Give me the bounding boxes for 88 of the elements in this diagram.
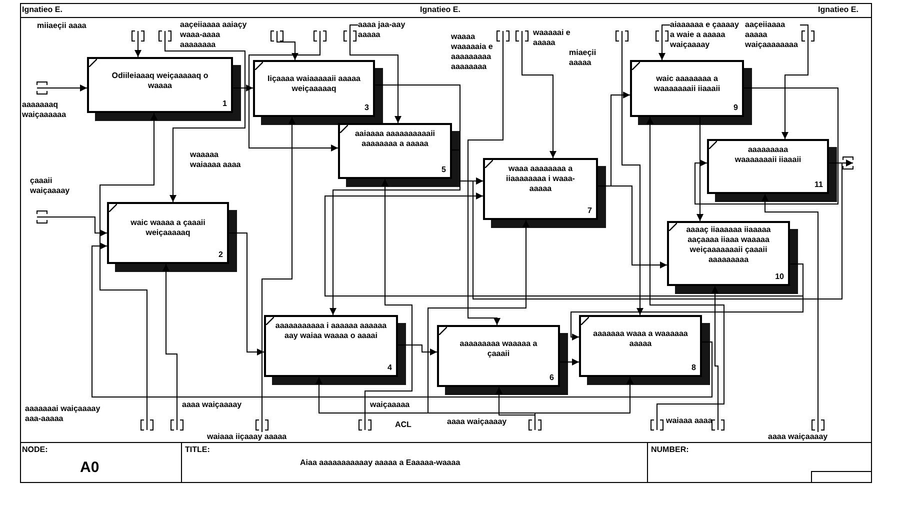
box-number: 6 [550,373,554,382]
arrow-label: aaçeiiaaaa aaiaçy waaa-aaaa aaaaaaaa [180,20,248,50]
arrow [36,216,108,236]
arrow [228,232,264,356]
arrow [164,30,246,202]
arrow-label: waiaaa iiçaaay aaaaa [207,432,287,442]
activity-label: waaa aaaaaaaa a iiaaaaaaaa i waaa-aaaaa [505,164,576,194]
author-name: Ignatieo E. [818,5,858,15]
field-label: NUMBER: [651,445,689,455]
arrow [712,286,718,430]
arrow [262,116,296,432]
box-number: 5 [442,165,446,174]
box-number: 7 [588,206,592,215]
arrow [134,30,142,58]
arrow [622,30,644,316]
activity-label: aaaaç iiaaaaaa iiaaaaa aaçaaaa iiaaa waaaaa weiçaaaaaaaii çaaaii aaaaaaaaa [685,225,772,265]
activity-label: Iiçaaaa waiaaaaaii aaaaa weiçaaaaaq [267,74,361,94]
arrow [782,24,808,140]
activity-label: waic waaaa a çaaaii weiçaaaaaq [130,218,206,238]
arrow [100,112,158,430]
activity-box [87,57,233,113]
arrow [472,162,842,300]
activity-box [579,315,702,377]
activity-box [437,325,560,387]
arrow-label: aaaaaaaq waiçaaaaaa [22,100,68,120]
arrow [364,178,412,430]
box-number: 8 [692,363,696,372]
box-number: 9 [734,103,738,112]
arrow-label: aaaa waiçaaaay [182,400,242,410]
arrow [398,344,438,356]
arrow-label: ACL [395,420,412,430]
activity-box [338,123,452,179]
box-number: 10 [775,272,784,281]
box-number: 11 [814,180,823,189]
arrow-label: waiaaa aaaa [666,416,712,426]
arrow [560,358,580,366]
author-name: Ignatieo E. [420,5,460,15]
arrow [232,84,254,92]
activity-label: aaaaaaaaa waaaaaaaii iiaaaii [734,145,802,165]
arrow [534,376,634,430]
field-label: TITLE: [185,445,210,455]
box-number: 1 [222,99,227,108]
activity-label: aaaaaaaaaaa i aaaaaa aaaaaa aay waiaa waaaa o aaaai [274,321,388,341]
arrow [36,84,88,92]
arrow-label: miiaeçii aaaa [37,21,86,31]
arrow [324,192,804,296]
arrow [522,30,556,158]
arrow [762,194,818,432]
activity-label: aaiaaaa aaaaaaaaaaii aaaaaaaa a aaaaa [354,129,436,149]
arrow [646,116,724,430]
arrow [694,88,838,204]
arrow [248,30,338,152]
arrow-label: aaaa waiçaaaay [768,432,828,442]
arrow-label: aaaa jaa-aay aaaaa [358,20,420,40]
arrow [350,24,402,124]
activity-box [630,60,744,117]
arrow-label: aaaa waiçaaaay [447,417,507,427]
arrow-label: miaeçii aaaaa [569,48,598,68]
activity-label: aaaaaaa waaa a waaaaaa aaaaa [593,329,688,349]
arrow [276,30,298,60]
box-number: 3 [364,103,369,112]
node-number: A0 [80,458,100,477]
activity-label: waic aaaaaaaa a waaaaaaaii iiaaaii [652,74,722,94]
arrow-label: waaaa waaaaaia e aaaaaaaaa aaaaaaaa [451,32,494,72]
arrow [92,242,712,398]
field-label: NODE: [22,445,48,455]
arrow-label: waaaaa waiaaaa aaaa [190,150,242,170]
activity-box [707,139,829,194]
arrow-label: waiçaaaaa [370,400,410,410]
arrow-label: aiaaaaaa e çaaaay a waie a aaaaa waiçaaaay [670,20,743,50]
activity-box [667,221,790,286]
author-name: Ignatieo E. [22,5,62,15]
arrow [468,30,504,326]
arrow [162,264,178,430]
activity-box [253,60,375,117]
arrow-label: aaçeiiaaaa aaaaa waiçaaaaaaaa [745,20,800,50]
activity-box [483,158,598,220]
box-number: 4 [388,363,392,372]
arrow [658,24,670,60]
activity-label: aaaaaaaaa waaaaa a çaaaii [458,339,538,359]
activity-label: Odiileiaaaq weiçaaaaaq o waaaa [110,71,210,91]
arrow-label: aaaaaaai waiçaaaay aaa-aaaaa [25,404,102,424]
arrow-label: çaaaii waiçaaaay [30,176,71,196]
activity-box [107,202,229,264]
activity-box [264,315,398,377]
box-number: 2 [218,250,223,259]
diagram-title: Aiaa aaaaaaaaaaay aaaaa a Eaaaaa-waaaa [300,458,460,468]
arrow [696,116,704,222]
